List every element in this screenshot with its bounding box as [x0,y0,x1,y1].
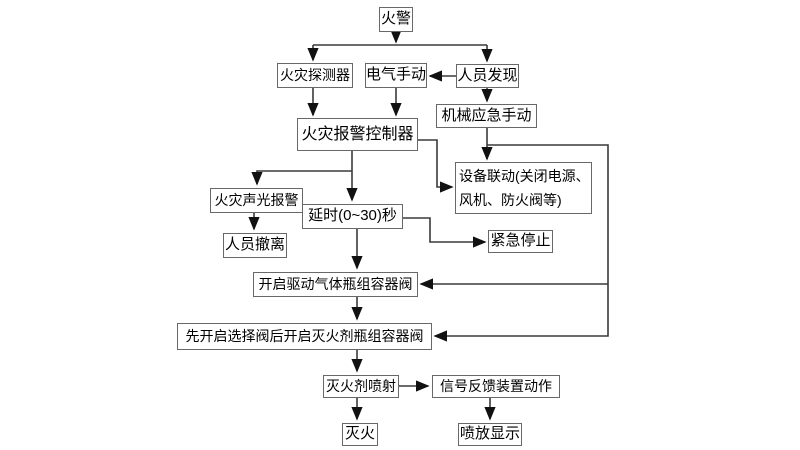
edge-delay-to-emergency-stop [403,217,487,248]
edge-controller-to-sound-light [251,170,352,186]
node-fire-alarm-label: 火警 [380,10,411,28]
node-signal-feedback-device-action: 信号反馈装置动作 [432,375,560,398]
node-open-driving-gas-cylinder-valve: 开启驱动气体瓶组容器阀 [253,272,418,297]
node-fire-detector-label: 火灾探测器 [280,66,350,83]
node-personnel-discovery: 人员发现 [456,64,519,88]
node-fire-sound-light-alarm-label: 火灾声光报警 [214,191,299,208]
node-delay-label: 延时(0~30)秒 [308,207,397,225]
node-equipment-linkage: 设备联动(关闭电源、 风机、防火阀等) [455,162,592,214]
node-agent-spray: 灭火剂喷射 [323,375,399,398]
node-personnel-discovery-label: 人员发现 [457,66,518,84]
node-open-selection-then-agent-valve: 先开启选择阀后开启灭火剂瓶组容器阀 [177,323,432,350]
node-delay-0-30-seconds: 延时(0~30)秒 [302,204,403,229]
node-equipment-linkage-label: 设备联动(关闭电源、 风机、防火阀等) [459,168,590,208]
node-emergency-stop: 紧急停止 [488,230,553,253]
node-extinguish: 灭火 [342,423,378,446]
node-discharge-display-label: 喷放显示 [459,425,520,443]
node-electric-manual-label: 电气手动 [366,66,427,84]
node-discharge-display: 喷放显示 [458,423,522,446]
node-emergency-stop-label: 紧急停止 [490,232,551,250]
node-fire-detector: 火灾探测器 [277,63,353,88]
node-agent-spray-label: 灭火剂喷射 [326,377,396,394]
node-open-selection-then-agent-valve-label: 先开启选择阀后开启灭火剂瓶组容器阀 [185,327,424,344]
node-personnel-evacuation: 人员撤离 [223,233,287,258]
node-open-driving-gas-cylinder-valve-label: 开启驱动气体瓶组容器阀 [258,275,413,292]
node-extinguish-label: 灭火 [344,425,375,443]
node-fire-sound-light-alarm: 火灾声光报警 [210,188,303,213]
node-mechanical-emergency-manual-label: 机械应急手动 [441,106,532,124]
node-fire-alarm-controller: 火灾报警控制器 [297,118,418,151]
node-fire-alarm: 火警 [379,7,413,32]
node-mechanical-emergency-manual: 机械应急手动 [436,104,537,128]
node-signal-feedback-device-action-label: 信号反馈装置动作 [440,377,552,394]
node-fire-alarm-controller-label: 火灾报警控制器 [301,125,414,143]
node-electric-manual: 电气手动 [365,63,427,88]
edge-controller-to-linkage [418,139,454,193]
node-personnel-evacuation-label: 人员撤离 [224,236,285,254]
